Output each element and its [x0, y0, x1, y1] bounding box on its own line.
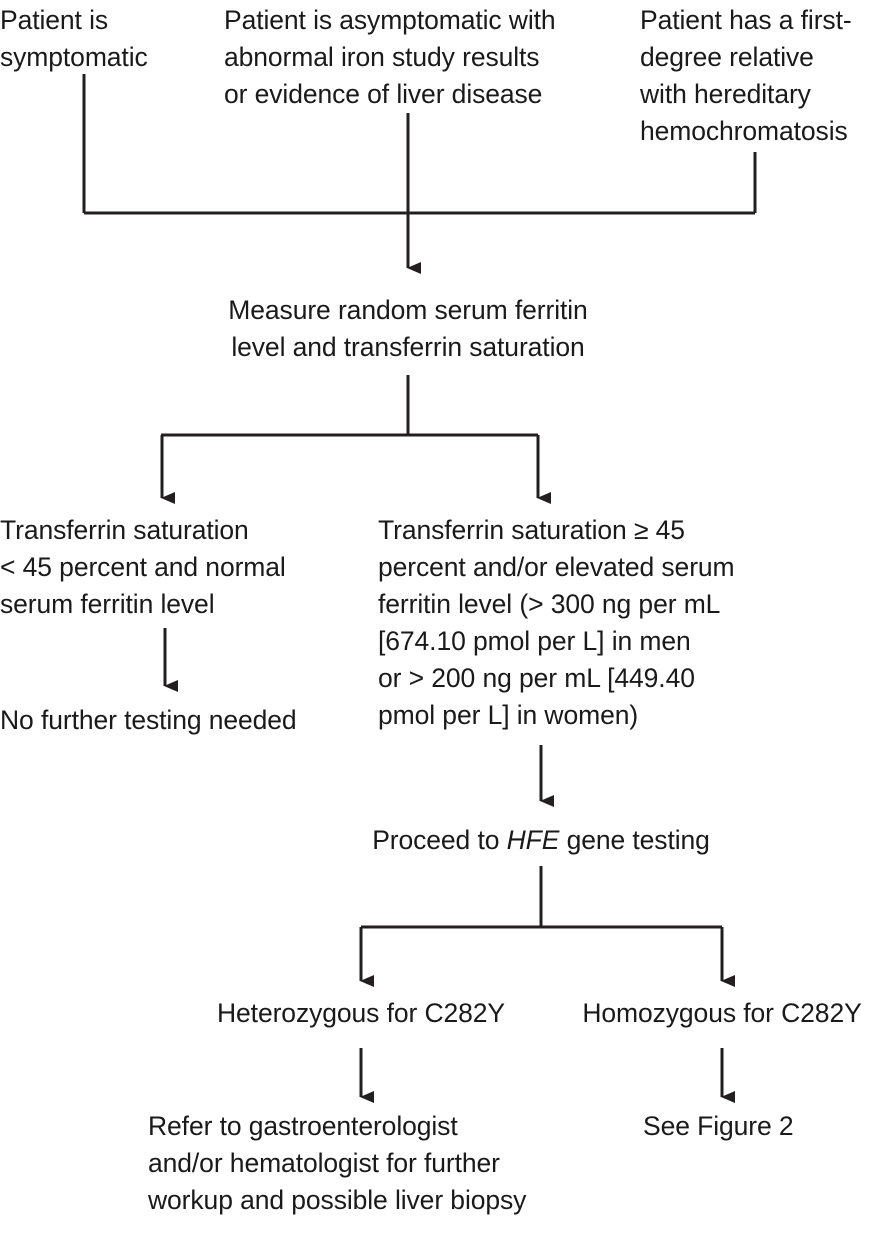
- node-gene-testing: Proceed to HFE gene testing: [291, 822, 791, 859]
- gene-testing-prefix-label: Proceed to: [372, 825, 507, 855]
- node-result-homozygous: Homozygous for C282Y: [582, 998, 862, 1028]
- node-trigger-symptomatic: Patient is symptomatic: [0, 5, 148, 72]
- node-trigger-family-history: Patient has a first- degree relative wit…: [640, 5, 852, 146]
- node-measure-step: Measure random serum ferritin level and …: [228, 295, 588, 362]
- gene-testing-suffix-label: gene testing: [559, 825, 710, 855]
- node-outcome-homozygous: See Figure 2: [643, 1111, 794, 1141]
- node-branch-normal-outcome: No further testing needed: [0, 705, 297, 735]
- node-branch-normal: Transferrin saturation < 45 percent and …: [0, 515, 286, 619]
- node-outcome-heterozygous: Refer to gastroenterologist and/or hemat…: [148, 1111, 527, 1215]
- node-result-heterozygous: Heterozygous for C282Y: [217, 998, 505, 1028]
- node-trigger-asymptomatic: Patient is asymptomatic with abnormal ir…: [224, 5, 556, 109]
- node-branch-elevated: Transferrin saturation ≥ 45 percent and/…: [378, 515, 735, 730]
- gene-testing-gene-label: HFE: [506, 825, 560, 855]
